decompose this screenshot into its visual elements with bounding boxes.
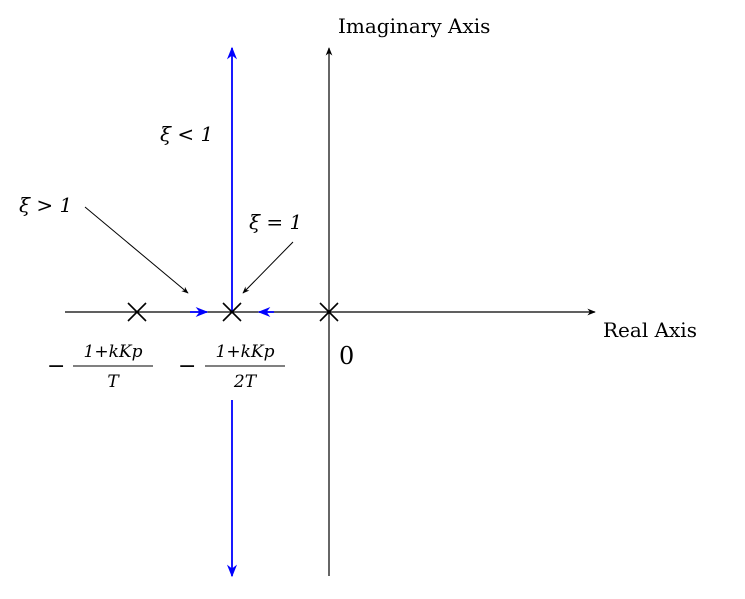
annotation-xi-greater-than-1: ξ > 1 [19, 193, 72, 217]
annotation-xi-less-than-1: ξ < 1 [160, 122, 213, 146]
annotation-xi-equal-1: ξ = 1 [249, 210, 302, 234]
pole-marker-origin [319, 302, 339, 322]
pole-label-breakaway: − 1+kKp 2T [178, 342, 285, 392]
pointer-arrow-xi-equal [242, 241, 294, 294]
pointer-arrow-xi-greater [84, 206, 189, 294]
imaginary-axis-label: Imaginary Axis [338, 14, 490, 38]
pole-label-left-denominator: T [107, 372, 120, 392]
pole-label-breakaway-numerator: 1+kKp [216, 342, 275, 362]
real-axis-label: Real Axis [603, 318, 697, 342]
pole-label-breakaway-denominator: 2T [233, 372, 258, 392]
pole-label-left-numerator: 1+kKp [84, 342, 143, 362]
pole-label-breakaway-sign: − [178, 354, 196, 379]
breakaway-point-marker [222, 302, 242, 322]
pole-label-left: − 1+kKp T [47, 342, 153, 392]
pole-marker-left [127, 302, 147, 322]
origin-label: 0 [339, 342, 354, 370]
pole-label-left-sign: − [47, 354, 65, 379]
